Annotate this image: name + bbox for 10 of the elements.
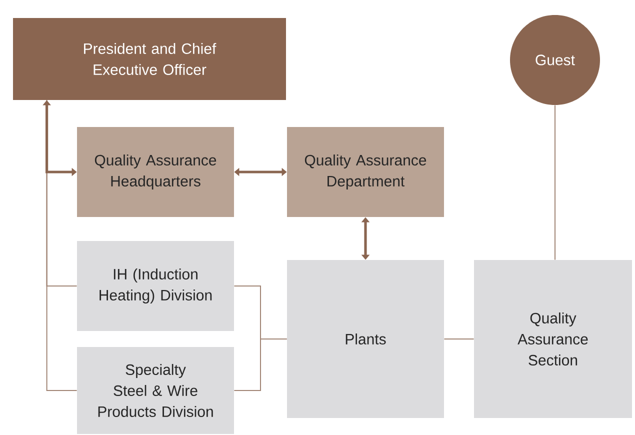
connector-line [554,104,556,260]
department-box: Quality Assurance Headquarters [77,127,234,217]
connector-line [234,312,288,391]
department-box: Quality Assurance Department [287,127,444,217]
executive-box: President and Chief Executive Officer [13,18,286,100]
connector-line [444,338,474,340]
section-box: Quality Assurance Section [474,260,632,418]
division-box: IH (Induction Heating) Division [77,241,234,331]
plants-box: Plants [287,260,444,418]
division-box: Specialty Steel & Wire Products Division [77,347,234,434]
